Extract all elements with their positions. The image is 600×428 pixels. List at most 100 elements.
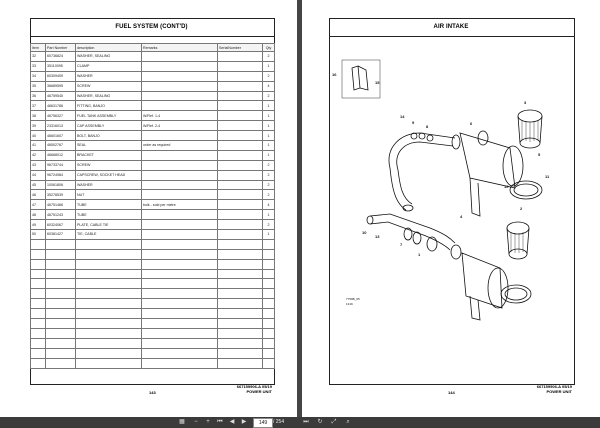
empty-cell: [30, 337, 46, 349]
col-header-item: Item: [30, 43, 46, 52]
col-header-part-number: Part Number: [45, 43, 76, 52]
zoom-out-icon[interactable]: −: [194, 419, 198, 425]
cell-description: PLATE, CABLE TIE: [75, 219, 142, 231]
empty-cell: [141, 357, 218, 369]
grid-icon[interactable]: ▦: [179, 419, 185, 425]
cell-description: WASHER, SEALING: [75, 90, 142, 102]
empty-cell: [217, 268, 263, 280]
cell-part-number: 96724984: [45, 169, 76, 181]
right-page: AIR INTAKE: [302, 0, 600, 417]
cell-part-number: 10061806: [45, 179, 76, 191]
callout-10: 10: [362, 230, 367, 235]
empty-cell: [45, 248, 76, 260]
cell-item: 37: [30, 100, 46, 112]
cell-part-number: 46751243: [45, 209, 76, 221]
cell-serial-number: [217, 219, 263, 231]
cell-part-number: 60324067: [45, 219, 76, 231]
cell-serial-number: [217, 179, 263, 191]
empty-cell: [217, 308, 263, 320]
cell-serial-number: [217, 110, 263, 122]
empty-cell: [141, 308, 218, 320]
cell-serial-number: [217, 140, 263, 151]
right-page-frame: [329, 18, 575, 385]
empty-cell: [45, 347, 76, 359]
empty-cell: [30, 288, 46, 300]
first-page-icon[interactable]: ⏮: [217, 419, 223, 425]
empty-cell: [30, 248, 46, 260]
cell-item: 47: [30, 199, 46, 211]
empty-cell: [262, 288, 275, 300]
cell-item: 45: [30, 179, 46, 191]
last-page-icon[interactable]: ⏭: [303, 419, 309, 425]
cell-serial-number: [217, 130, 263, 142]
cell-item: 34: [30, 70, 46, 82]
empty-cell: [262, 337, 275, 349]
col-header-qty: Qty: [262, 43, 275, 52]
callout-7: 7: [400, 242, 403, 247]
air-intake-diagram: 15 16 14 9 8 6 3 5 11 12 2 4 10 13 7 1 7…: [332, 59, 550, 321]
cell-qty: 2: [262, 179, 275, 191]
cell-serial-number: [217, 199, 263, 211]
cell-qty: 1: [262, 110, 275, 122]
page-number-input[interactable]: [253, 418, 273, 428]
zoom-in-icon[interactable]: +: [206, 419, 210, 425]
cell-serial-number: [217, 209, 263, 221]
cell-remarks: [141, 219, 218, 231]
cell-qty: 1: [262, 140, 275, 151]
title-divider: [30, 36, 274, 37]
empty-row: [30, 308, 275, 320]
cell-description: BOLT, BANJO: [75, 130, 142, 142]
cell-remarks: [141, 159, 218, 171]
cell-part-number: 46751466: [45, 199, 76, 211]
empty-cell: [45, 298, 76, 310]
empty-cell: [217, 327, 263, 339]
cell-part-number: 36689595: [45, 80, 76, 92]
empty-cell: [45, 337, 76, 349]
page-total: / 254: [273, 419, 285, 425]
next-page-icon[interactable]: ▶: [241, 419, 247, 425]
cell-item: 49: [30, 219, 46, 231]
cell-remarks: [141, 209, 218, 221]
figure-ref-2: 1319: [346, 302, 353, 306]
cell-serial-number: [217, 60, 263, 72]
empty-cell: [75, 357, 142, 369]
empty-cell: [30, 318, 46, 329]
empty-cell: [262, 248, 275, 260]
empty-cell: [30, 278, 46, 290]
col-header-description: description: [75, 43, 142, 52]
empty-row: [30, 327, 275, 339]
cell-description: WASHER, SEALING: [75, 51, 142, 62]
cell-description: TIE, CABLE: [75, 229, 142, 240]
cell-qty: 4: [262, 199, 275, 211]
empty-cell: [141, 248, 218, 260]
cell-item: 38: [30, 110, 46, 122]
rotate-icon[interactable]: ↻: [317, 419, 323, 425]
cell-remarks: [141, 70, 218, 82]
cell-qty: 1: [262, 100, 275, 112]
search-icon[interactable]: ⌕: [346, 419, 350, 425]
fit-icon[interactable]: ⤢: [331, 419, 337, 425]
prev-page-icon[interactable]: ◀: [229, 419, 235, 425]
cell-qty: 2: [262, 159, 275, 171]
cell-qty: 1: [262, 149, 275, 161]
cell-remarks: [141, 51, 218, 62]
cell-item: 43: [30, 159, 46, 171]
empty-row: [30, 298, 275, 310]
col-header-serial-number: SerialNumber: [217, 43, 263, 52]
cell-remarks: [141, 90, 218, 102]
empty-cell: [75, 308, 142, 320]
empty-cell: [30, 238, 46, 250]
cell-item: 42: [30, 149, 46, 161]
cell-part-number: 35278539: [45, 189, 76, 201]
callout-14: 14: [400, 114, 405, 119]
callout-15: 15: [375, 80, 380, 85]
callout-4: 4: [460, 214, 463, 219]
empty-cell: [45, 357, 76, 369]
